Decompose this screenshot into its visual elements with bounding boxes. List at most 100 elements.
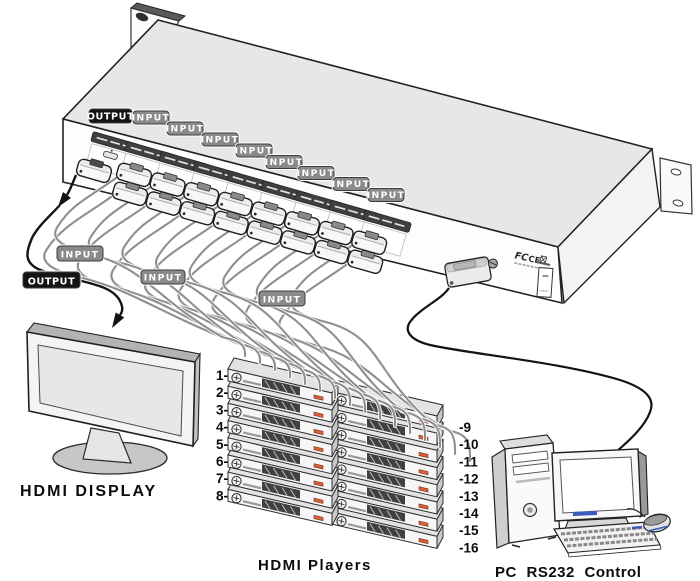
player-number-left: 6- <box>216 454 228 469</box>
input-plug-pair <box>111 162 153 207</box>
input-plug-pair <box>313 220 354 265</box>
input-hdmi-plug <box>279 229 317 255</box>
player-led <box>313 446 324 453</box>
input-badge: INPUT <box>257 289 307 308</box>
player-number-left: 1- <box>216 368 228 383</box>
player-led <box>418 451 429 459</box>
input-badge: INPUT <box>200 131 240 148</box>
pc-keyboard <box>552 521 662 558</box>
hdmi-player-unit <box>227 357 339 406</box>
chassis-right-face <box>557 147 661 305</box>
input-hdmi-plug <box>313 239 350 265</box>
player-led <box>418 520 429 527</box>
input-hdmi-plug <box>250 201 287 226</box>
player-knob-icon <box>231 441 242 452</box>
rs232-db9-connector <box>444 256 498 288</box>
arrowhead-icon <box>58 192 71 207</box>
input-badge: INPUT <box>296 165 336 181</box>
input-plug-pair <box>145 172 186 216</box>
input-badge: INPUT <box>264 154 304 170</box>
player-number-left: 5- <box>216 437 228 452</box>
input-plug-pair <box>212 191 253 236</box>
player-led <box>313 497 324 504</box>
badge-label: INPUT <box>201 135 240 146</box>
pc-rs232-label: PC RS232 Control <box>495 564 641 581</box>
player-led <box>418 503 429 510</box>
player-number-left: 2- <box>216 385 228 400</box>
hdmi-display-monitor <box>26 322 201 475</box>
player-led <box>313 411 324 418</box>
input-hdmi-plug <box>145 191 182 216</box>
player-knob-icon <box>231 458 242 469</box>
hdmi-cable <box>288 244 457 456</box>
input-hdmi-plug <box>246 220 283 245</box>
input-hdmi-plug <box>317 220 354 246</box>
rs232-cable <box>406 287 653 453</box>
player-led <box>313 480 324 487</box>
player-number-right: -15 <box>459 523 479 538</box>
badge-label: INPUT <box>332 179 371 190</box>
player-stack-left <box>227 357 339 527</box>
hdmi-socket-icon <box>102 150 118 160</box>
output-badge: OUTPUT <box>87 107 134 125</box>
hdmi-players-label: HDMI Players <box>258 557 372 574</box>
pc-mouse <box>626 508 671 533</box>
player-number-right: -14 <box>459 506 479 521</box>
badge-label: INPUT <box>61 250 100 261</box>
player-number-right: -11 <box>459 454 478 469</box>
player-number-left: 8- <box>216 488 228 503</box>
player-led <box>313 514 324 522</box>
input-badge: INPUT <box>131 109 171 126</box>
output-badge: OUTPUT <box>21 270 82 290</box>
input-badge: INPUT <box>55 244 105 263</box>
ce-mark: CE <box>527 254 541 266</box>
input-hdmi-plug <box>283 210 321 236</box>
badge-label: INPUT <box>367 190 406 201</box>
input-hdmi-plug <box>115 162 153 188</box>
player-knob-icon <box>336 516 347 527</box>
power-label-text <box>536 261 551 266</box>
input-hdmi-plug <box>216 191 253 217</box>
player-led <box>418 537 429 545</box>
pc-rs232-control <box>491 434 671 558</box>
player-led <box>418 486 429 493</box>
fcc-mark: FC <box>514 250 529 264</box>
player-knob-icon <box>231 389 242 401</box>
input-badge: INPUT <box>331 176 371 192</box>
badge-label: INPUT <box>235 146 274 157</box>
player-knob-icon <box>231 475 242 487</box>
input-hdmi-plug <box>111 181 149 207</box>
player-number-right: -13 <box>459 489 479 504</box>
player-led <box>418 469 429 476</box>
arrowhead-icon <box>112 312 125 328</box>
monitor-screen <box>37 344 184 437</box>
output-hdmi-plug <box>75 158 113 184</box>
power-inlet <box>536 267 554 298</box>
input-badge: INPUT <box>366 187 406 203</box>
badge-label: INPUT <box>166 124 205 135</box>
badge-label: OUTPUT <box>28 277 75 288</box>
badge-label: INPUT <box>297 168 336 179</box>
player-number-left: 7- <box>216 471 228 486</box>
input-hdmi-plug <box>212 210 249 236</box>
player-led <box>313 394 324 401</box>
input-badge: INPUT <box>234 142 274 159</box>
player-number-right: -12 <box>459 472 479 487</box>
label-badges: OUTPUTINPUTINPUTINPUTINPUTINPUTINPUTINPU… <box>21 107 406 308</box>
player-number-right: -16 <box>459 540 479 555</box>
badge-label: OUTPUT <box>87 112 134 123</box>
input-hdmi-plug <box>149 172 186 197</box>
input-hdmi-plug <box>179 200 216 226</box>
input-plug-pair <box>279 210 321 255</box>
input-plug-pair <box>347 230 388 275</box>
player-number-left: 3- <box>216 402 228 417</box>
input-badge: INPUT <box>165 120 205 137</box>
input-hdmi-plug <box>347 249 384 275</box>
badge-label: INPUT <box>263 295 302 306</box>
hdmi-cable <box>255 234 427 442</box>
player-number-right: -10 <box>459 437 479 452</box>
hdmi-cable <box>187 214 367 414</box>
input-hdmi-plug <box>183 181 220 207</box>
badge-label: INPUT <box>265 157 304 168</box>
